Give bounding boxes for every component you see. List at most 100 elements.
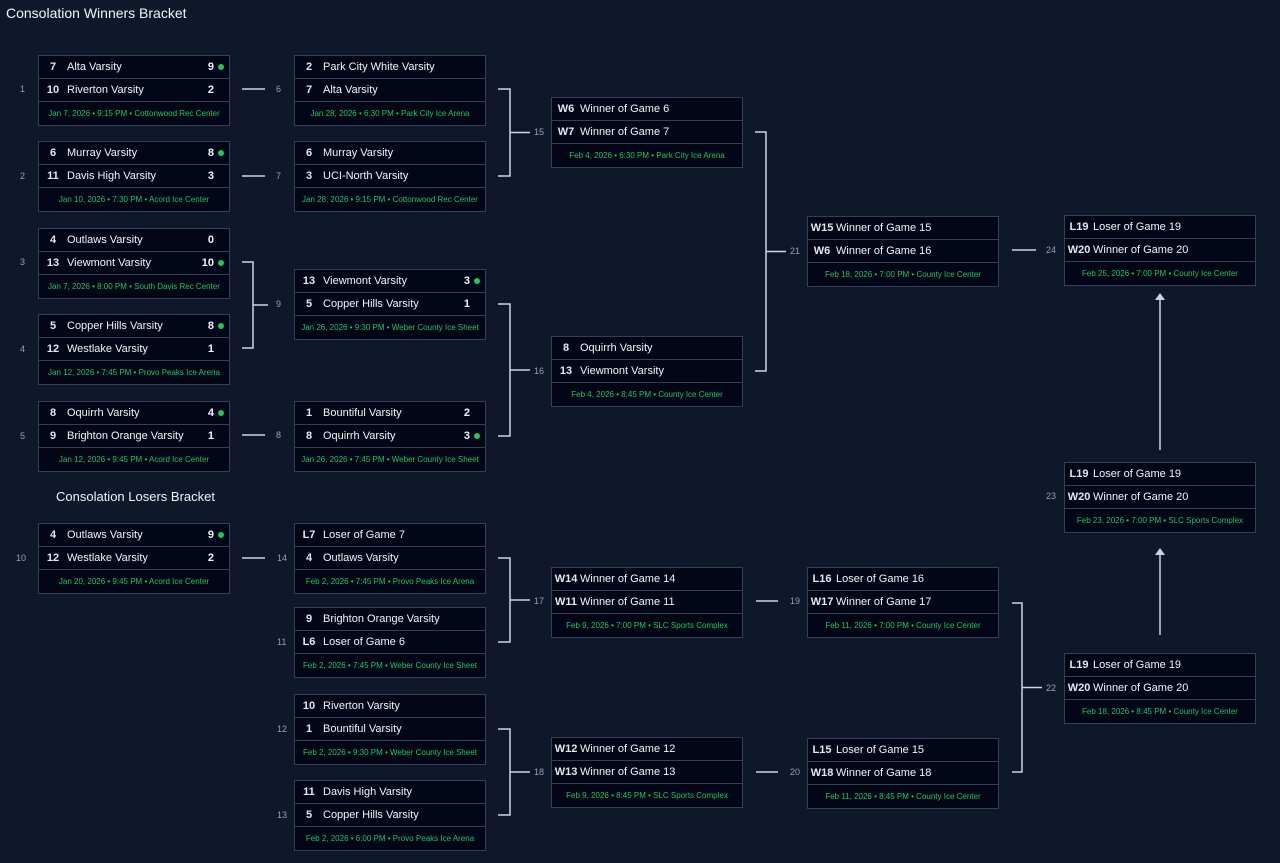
team-seed: W11 <box>554 596 577 608</box>
game-number-label: 20 <box>790 767 801 777</box>
team-name: Outlaws Varsity <box>323 552 399 564</box>
match-info: Jan 28, 2026 • 9:15 PM • Cottonwood Rec … <box>302 195 478 204</box>
team-seed: 6 <box>49 147 57 159</box>
game-number-label: 13 <box>277 810 288 820</box>
team-score: 9 <box>207 529 214 541</box>
team-score: 2 <box>463 407 470 419</box>
winner-dot-icon <box>218 64 224 70</box>
game-number-label: 18 <box>534 767 545 777</box>
team-name: Viewmont Varsity <box>323 275 407 287</box>
team-name: Copper Hills Varsity <box>323 298 419 310</box>
team-seed: W13 <box>554 766 578 778</box>
team-name: Bountiful Varsity <box>323 407 402 419</box>
team-seed: 11 <box>303 786 315 798</box>
team-name: Winner of Game 17 <box>836 596 932 608</box>
team-name: Park City White Varsity <box>323 61 435 73</box>
team-name: Loser of Game 19 <box>1093 468 1182 480</box>
team-name: Westlake Varsity <box>67 552 148 564</box>
game-number-label: 24 <box>1046 245 1057 255</box>
team-seed: 5 <box>305 809 313 821</box>
arrow-up-icon <box>1155 548 1165 555</box>
game-number-label: 12 <box>277 724 288 734</box>
team-seed: 13 <box>302 275 316 287</box>
team-name: Winner of Game 6 <box>580 103 670 115</box>
team-seed: 8 <box>562 342 570 354</box>
game-number-label: 10 <box>16 553 27 563</box>
team-name: Winner of Game 18 <box>836 767 932 779</box>
